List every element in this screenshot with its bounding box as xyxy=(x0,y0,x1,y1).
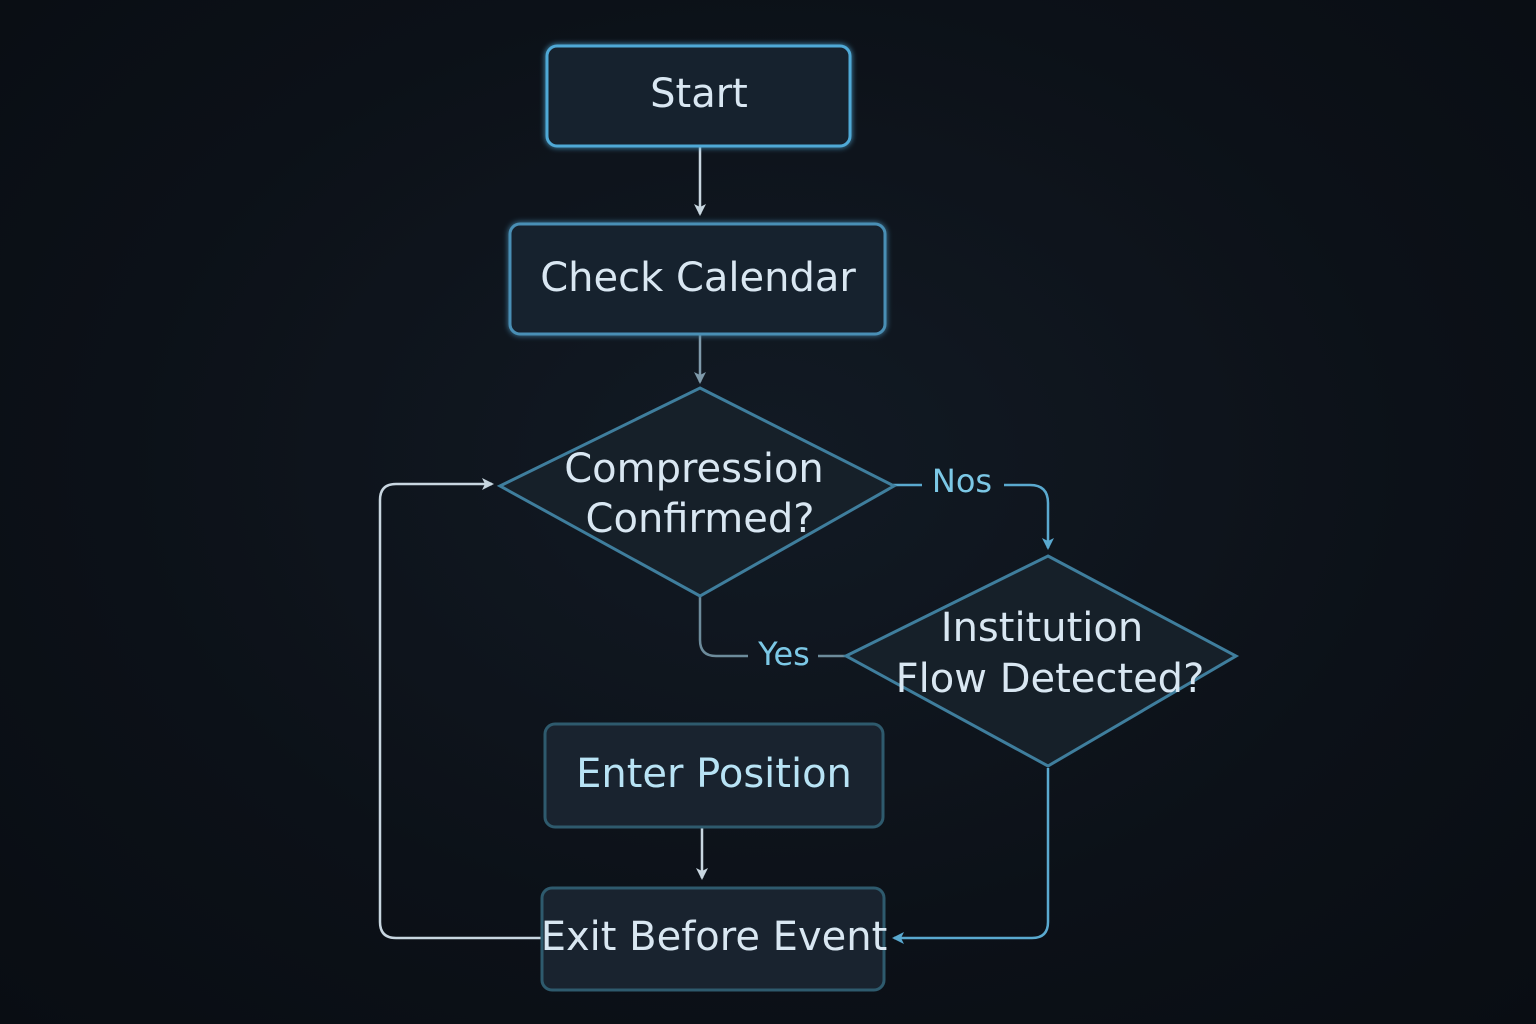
node-exit-before-event-box xyxy=(540,886,886,992)
node-compression-line-1: Compression xyxy=(564,446,824,492)
node-exit-before-event-label: Exit Before Event xyxy=(541,914,888,960)
edge-exit-loop-to-compression xyxy=(378,478,541,940)
node-exit-before-event[interactable]: Exit Before Event xyxy=(540,886,888,992)
edge-compression-yes-to-institution xyxy=(698,596,846,658)
node-compression-diamond xyxy=(496,386,898,598)
node-check-calendar-label: Check Calendar xyxy=(540,255,856,301)
edges xyxy=(378,146,1050,944)
node-institution-line-2: Flow Detected? xyxy=(896,656,1205,702)
node-enter-position-box xyxy=(543,722,885,829)
node-check-calendar-box xyxy=(508,222,887,336)
node-check-calendar[interactable]: Check Calendar xyxy=(508,222,887,336)
node-institution-diamond xyxy=(842,554,1240,768)
node-compression-line-2: Confirmed? xyxy=(586,496,815,542)
edge-label-yes: Yes xyxy=(757,635,810,673)
node-start-box xyxy=(545,44,852,148)
node-compression-decision[interactable]: Compression Confirmed? xyxy=(496,386,898,598)
node-start[interactable]: Start xyxy=(545,44,852,148)
edge-label-no: Nos xyxy=(932,462,992,500)
node-institution-line-1: Institution xyxy=(941,605,1143,651)
edge-compression-no-to-institution xyxy=(893,483,1048,548)
node-institution-decision[interactable]: Institution Flow Detected? xyxy=(842,554,1240,768)
edge-institution-to-exit xyxy=(892,768,1050,944)
node-enter-position[interactable]: Enter Position xyxy=(543,722,885,829)
node-start-label: Start xyxy=(650,71,748,117)
node-enter-position-label: Enter Position xyxy=(576,751,852,797)
